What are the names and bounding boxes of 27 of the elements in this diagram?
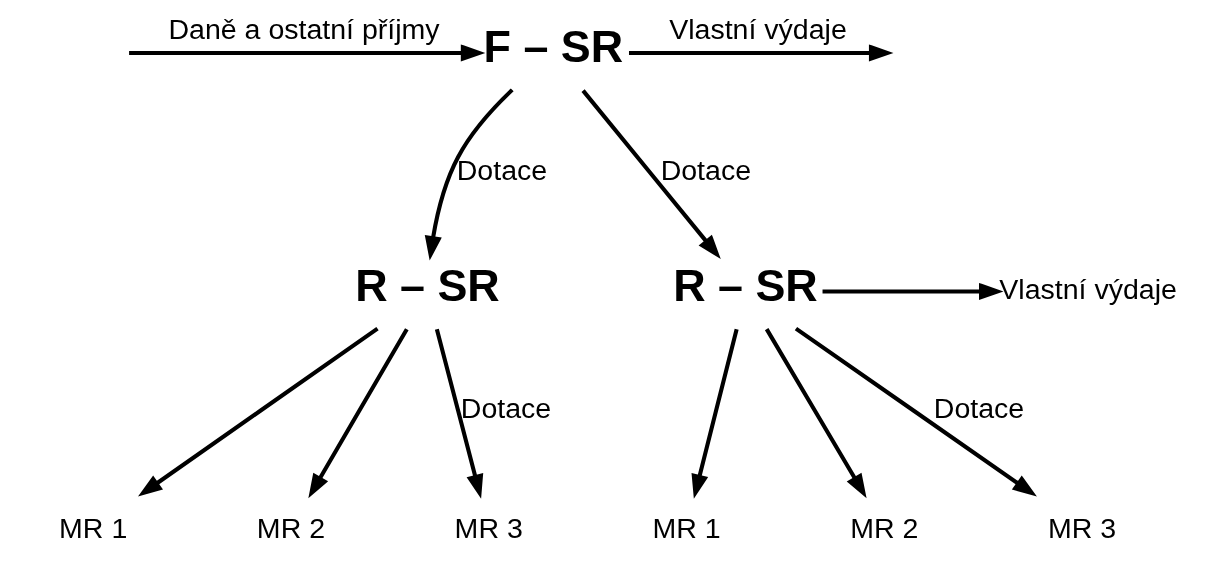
edge-label: Dotace bbox=[933, 392, 1024, 425]
edge-label: Dotace bbox=[456, 153, 547, 186]
arrow bbox=[628, 44, 893, 62]
arrow bbox=[691, 328, 739, 499]
node-text: MR 1 bbox=[651, 511, 721, 544]
arrow bbox=[434, 328, 483, 499]
arrow bbox=[794, 326, 1037, 497]
node-text: F – SR bbox=[483, 21, 623, 73]
node-text: R – SR bbox=[672, 259, 818, 311]
node-text: MR 2 bbox=[256, 511, 325, 544]
node-text: MR 2 bbox=[849, 511, 918, 544]
arrow bbox=[137, 326, 379, 497]
node-text: MR 1 bbox=[58, 511, 127, 544]
arrow bbox=[764, 328, 867, 499]
node-text: MR 3 bbox=[1047, 511, 1116, 544]
edge-label: Dotace bbox=[460, 392, 551, 425]
edge-label: Dotace bbox=[660, 153, 751, 186]
arrow bbox=[581, 89, 721, 260]
arrow bbox=[307, 328, 409, 499]
node-text: Vlastní výdaje bbox=[998, 273, 1177, 306]
arrow bbox=[822, 282, 1004, 301]
node-text: MR 3 bbox=[454, 511, 523, 544]
arrow bbox=[424, 88, 514, 261]
arrow bbox=[128, 44, 485, 62]
node-text: R – SR bbox=[354, 259, 500, 311]
edge-label: Daně a ostatní příjmy bbox=[167, 13, 440, 46]
edge-label: Vlastní výdaje bbox=[668, 13, 847, 46]
